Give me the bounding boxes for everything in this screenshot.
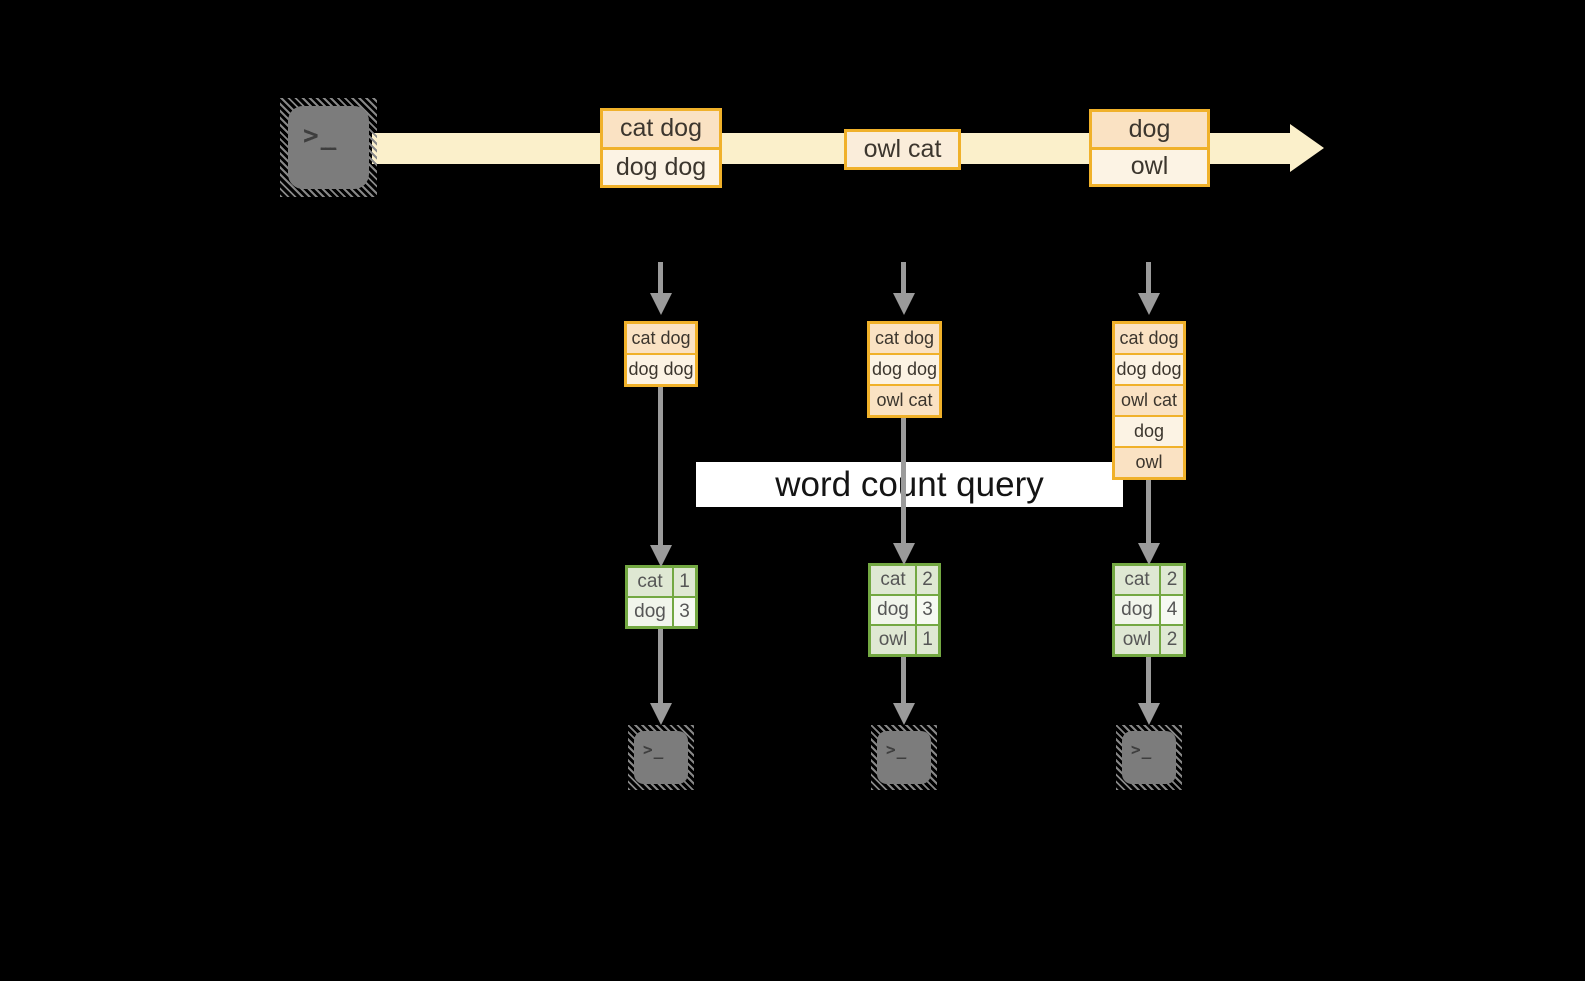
count-value: 2 xyxy=(1161,566,1183,594)
sink-arrow-head-1 xyxy=(650,703,672,725)
count-word: cat xyxy=(871,566,915,594)
sink-terminal-icon-3: >_ xyxy=(1116,725,1182,790)
count-table-3: cat 2 dog 4 owl 2 xyxy=(1112,563,1186,657)
snapshot-line: cat dog xyxy=(627,324,695,353)
sink-arrow-line-3 xyxy=(1146,657,1151,703)
dashed-arrow-line-3 xyxy=(1146,262,1151,293)
snapshot-line: dog dog xyxy=(870,355,939,384)
query-arrow-head-1 xyxy=(650,545,672,567)
query-arrow-line-1 xyxy=(658,387,663,545)
query-arrow-head-2 xyxy=(893,543,915,565)
sink-arrow-line-2 xyxy=(901,657,906,703)
terminal-prompt-glyph: >_ xyxy=(643,740,665,759)
input-snapshot-1: cat dog dog dog xyxy=(624,321,698,387)
count-row: dog 3 xyxy=(628,598,695,626)
snapshot-line: cat dog xyxy=(870,324,939,353)
count-row: dog 4 xyxy=(1115,596,1183,624)
count-value: 2 xyxy=(917,566,938,594)
sink-terminal-icon-1: >_ xyxy=(628,725,694,790)
count-value: 2 xyxy=(1161,626,1183,654)
terminal-icon-body: >_ xyxy=(1122,731,1176,784)
count-word: cat xyxy=(628,568,672,596)
sink-arrow-line-1 xyxy=(658,629,663,703)
count-row: owl 1 xyxy=(871,626,938,654)
sink-arrow-head-2 xyxy=(893,703,915,725)
snapshot-line: dog xyxy=(1115,417,1183,446)
query-arrow-line-2 xyxy=(901,418,906,543)
count-value: 1 xyxy=(917,626,938,654)
count-word: owl xyxy=(871,626,915,654)
stream-event-line: dog dog xyxy=(603,149,719,185)
dashed-arrow-head-2 xyxy=(893,293,915,315)
count-word: dog xyxy=(871,596,915,624)
count-table-2: cat 2 dog 3 owl 1 xyxy=(868,563,941,657)
query-arrow-head-3 xyxy=(1138,543,1160,565)
count-value: 4 xyxy=(1161,596,1183,624)
count-row: cat 2 xyxy=(871,566,938,594)
stream-event-line: dog xyxy=(1092,112,1207,147)
count-value: 3 xyxy=(917,596,938,624)
snapshot-line: cat dog xyxy=(1115,324,1183,353)
count-row: cat 1 xyxy=(628,568,695,596)
count-word: dog xyxy=(1115,596,1159,624)
count-row: owl 2 xyxy=(1115,626,1183,654)
query-label: word count query xyxy=(775,464,1044,504)
terminal-prompt-glyph: >_ xyxy=(1131,740,1153,759)
source-terminal-icon: >_ xyxy=(280,98,377,197)
input-snapshot-2: cat dog dog dog owl cat xyxy=(867,321,942,418)
stream-event-line: owl xyxy=(1092,149,1207,184)
snapshot-line: owl xyxy=(1115,448,1183,477)
snapshot-line: dog dog xyxy=(1115,355,1183,384)
count-row: cat 2 xyxy=(1115,566,1183,594)
count-table-1: cat 1 dog 3 xyxy=(625,565,698,629)
sink-terminal-icon-2: >_ xyxy=(871,725,937,790)
count-word: dog xyxy=(628,598,672,626)
count-word: cat xyxy=(1115,566,1159,594)
terminal-icon-body: >_ xyxy=(634,731,688,784)
stream-event-line: cat dog xyxy=(603,111,719,147)
count-word: owl xyxy=(1115,626,1159,654)
terminal-icon-body: >_ xyxy=(877,731,931,784)
stream-event-3: dog owl xyxy=(1089,109,1210,187)
terminal-prompt-glyph: >_ xyxy=(303,121,339,151)
count-value: 3 xyxy=(674,598,695,626)
dashed-arrow-head-1 xyxy=(650,293,672,315)
count-value: 1 xyxy=(674,568,695,596)
sink-arrow-head-3 xyxy=(1138,703,1160,725)
stream-event-2: owl cat xyxy=(844,129,961,170)
dashed-arrow-line-2 xyxy=(901,262,906,293)
query-label-band: word count query xyxy=(696,462,1123,507)
dashed-arrow-head-3 xyxy=(1138,293,1160,315)
snapshot-line: owl cat xyxy=(1115,386,1183,415)
input-snapshot-3: cat dog dog dog owl cat dog owl xyxy=(1112,321,1186,480)
dashed-arrow-line-1 xyxy=(658,262,663,293)
query-arrow-line-3 xyxy=(1146,480,1151,543)
snapshot-line: owl cat xyxy=(870,386,939,415)
stream-event-1: cat dog dog dog xyxy=(600,108,722,188)
terminal-icon-body: >_ xyxy=(288,106,369,189)
stream-arrow-head xyxy=(1290,124,1324,172)
count-row: dog 3 xyxy=(871,596,938,624)
terminal-prompt-glyph: >_ xyxy=(886,740,908,759)
stream-event-line: owl cat xyxy=(847,132,958,167)
snapshot-line: dog dog xyxy=(627,355,695,384)
